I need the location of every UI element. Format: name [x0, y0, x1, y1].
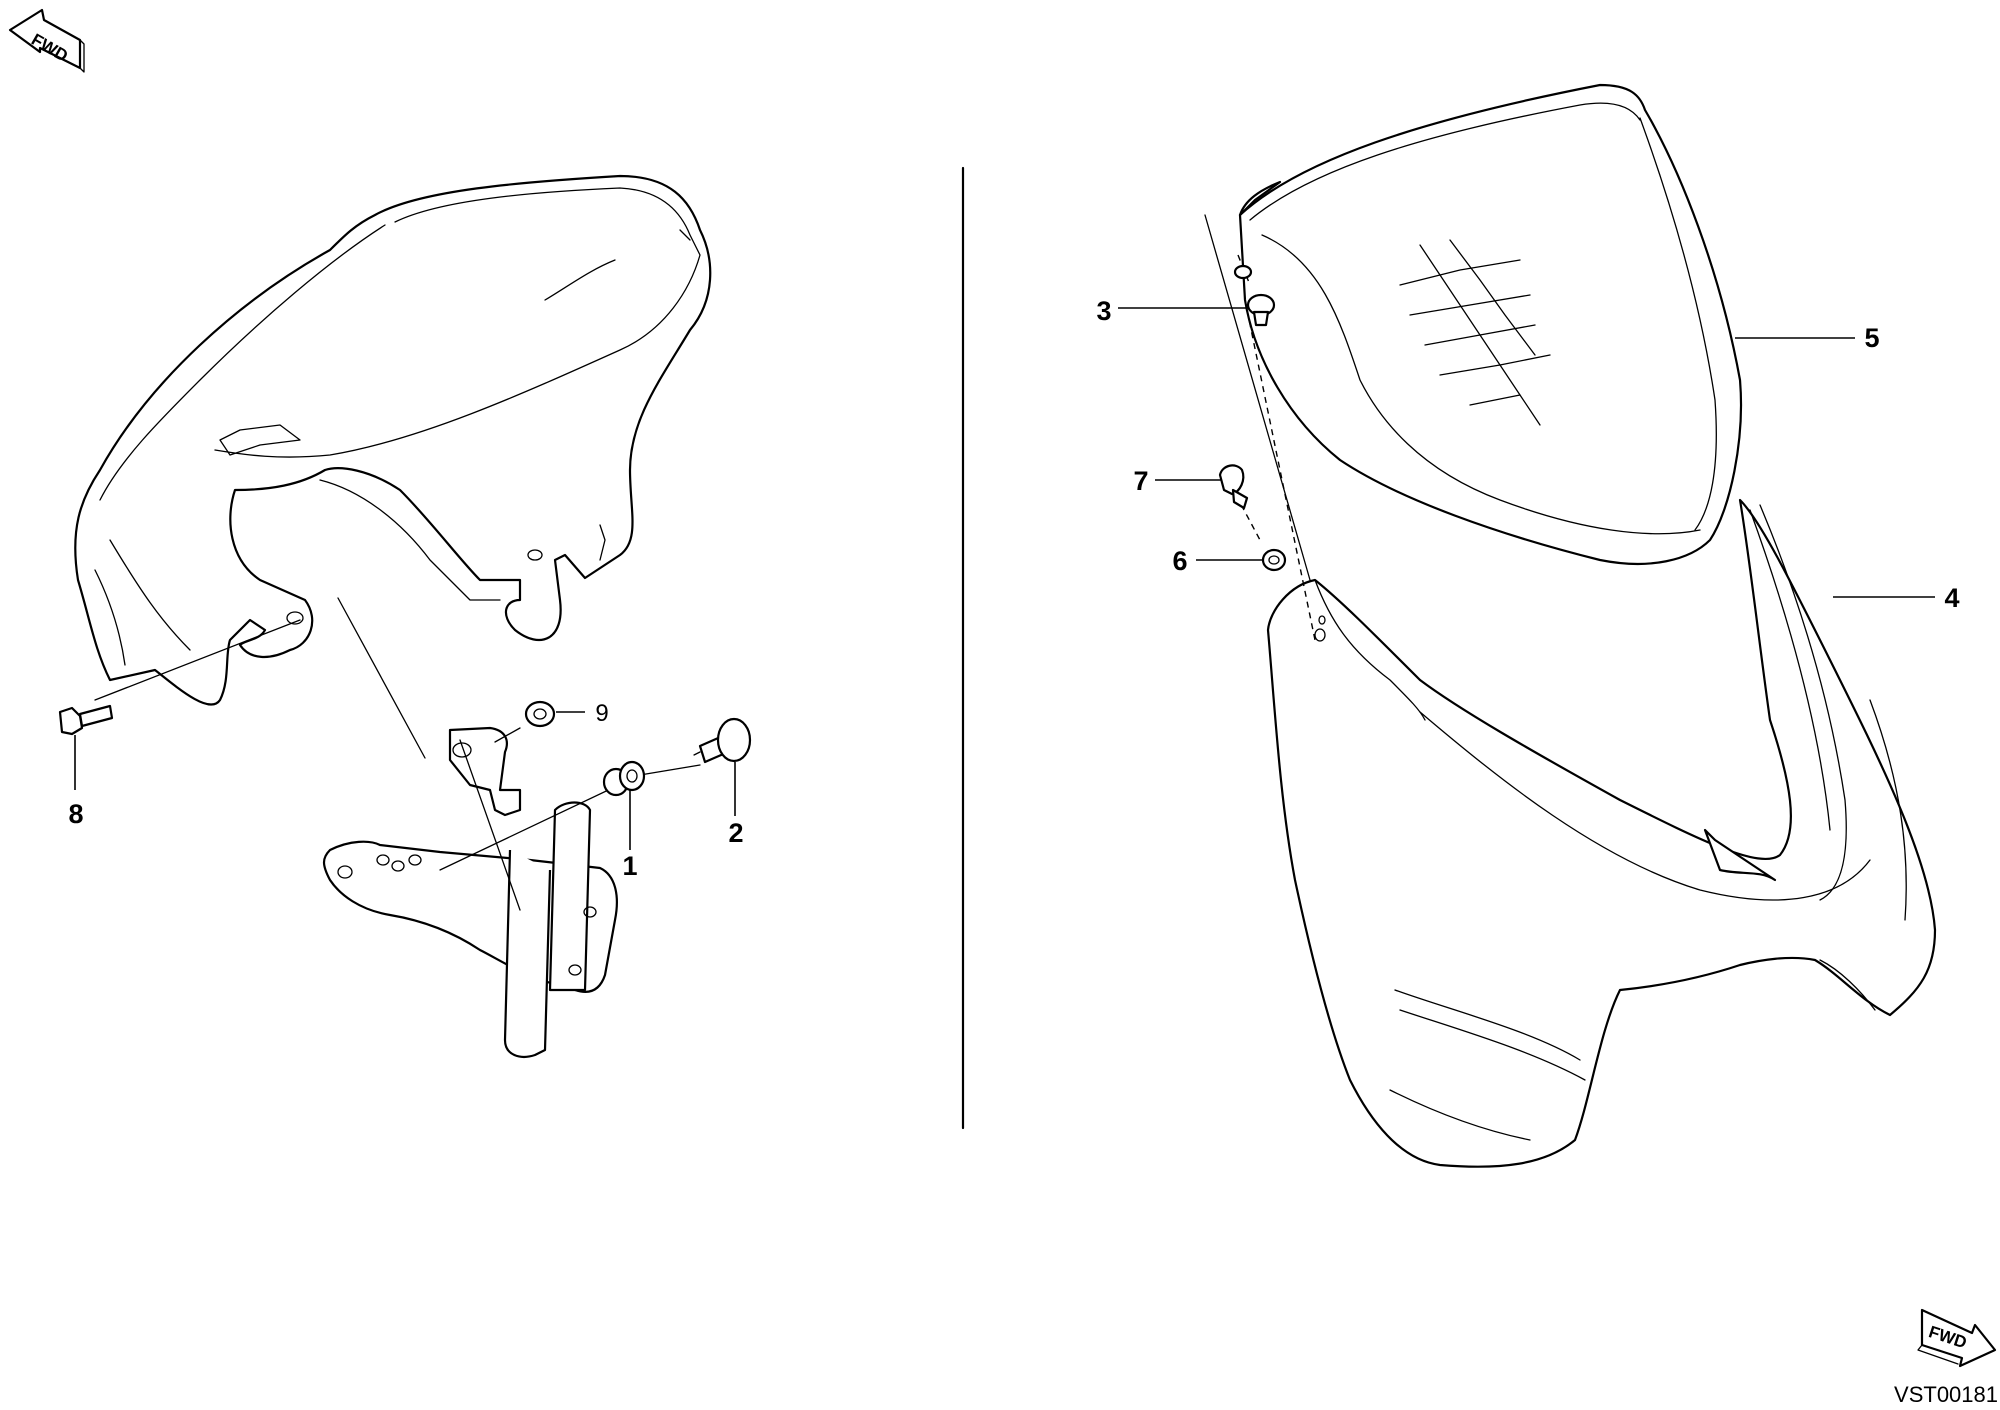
callout-2: 2	[728, 818, 743, 848]
part-8-bolt	[58, 704, 114, 736]
part-5-windshield	[1238, 83, 1743, 566]
fwd-label-top-left: FWD	[28, 30, 71, 66]
part-4-upper-fairing	[1266, 498, 1937, 1168]
part-1-washer	[602, 760, 646, 797]
part-7-screw	[1218, 464, 1249, 510]
callout-8: 8	[68, 799, 83, 829]
callout-4: 4	[1944, 583, 1959, 613]
part-6-nut	[1261, 548, 1287, 572]
fwd-arrow-top-left: FWD	[8, 8, 85, 73]
mounting-bracket	[322, 726, 618, 1058]
callout-3: 3	[1096, 296, 1111, 326]
callout-6: 6	[1172, 546, 1187, 576]
part-3-grommet	[1233, 264, 1276, 327]
callout-9: 9	[595, 700, 608, 727]
callout-1: 1	[622, 851, 637, 881]
drawing-code: VST00181	[1894, 1382, 1998, 1407]
callout-7: 7	[1133, 466, 1148, 496]
fairing-rear-view	[74, 174, 712, 706]
part-2-screw	[693, 717, 752, 764]
fwd-arrow-bottom-right: FWD	[1917, 1308, 1997, 1368]
part-9-nut	[524, 700, 556, 728]
callout-5: 5	[1864, 323, 1879, 353]
